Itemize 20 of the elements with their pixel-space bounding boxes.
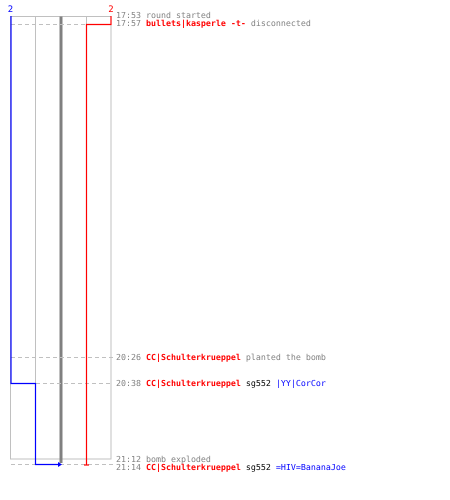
timestamp: 17:53 xyxy=(116,12,141,20)
weapon-name: sg552 xyxy=(246,464,271,472)
event-text: bomb exploded xyxy=(146,456,211,464)
weapon-name: sg552 xyxy=(246,380,271,388)
timestamp: 17:57 xyxy=(116,20,141,28)
player-name: =HIV=BananaJoe xyxy=(276,464,346,472)
event-text: planted the bomb xyxy=(246,354,326,362)
event-text: disconnected xyxy=(250,20,311,28)
player-name: CC|Schulterkrueppel xyxy=(146,354,241,362)
player-count: 2 xyxy=(8,6,14,15)
timestamp: 20:26 xyxy=(116,354,141,362)
timestamp: 21:14 xyxy=(116,464,141,472)
player-name: CC|Schulterkrueppel xyxy=(146,464,241,472)
player-name: CC|Schulterkrueppel xyxy=(146,380,241,388)
player-name: |YY|CorCor xyxy=(276,380,326,388)
player-count: 2 xyxy=(108,6,114,15)
timestamp: 20:38 xyxy=(116,380,141,388)
event-text: round started xyxy=(146,12,211,20)
player-name: bullets|kasperle -t- xyxy=(146,20,246,28)
timestamp: 21:12 xyxy=(116,456,141,464)
